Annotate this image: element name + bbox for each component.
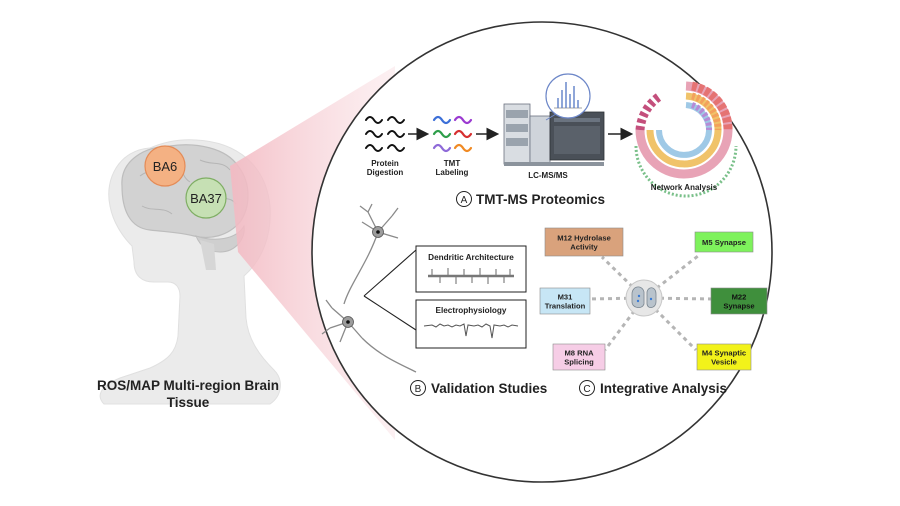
- section-c-badge: [579, 380, 595, 396]
- region-ba6-label: BA6: [153, 159, 178, 174]
- module-box-1: [544, 227, 624, 257]
- spectrum-callout: [545, 73, 591, 119]
- nucleus-top: [376, 230, 380, 234]
- dendrite-spines: [428, 268, 514, 284]
- module-box-2: [694, 231, 754, 253]
- brain-caption-line2: Tissue: [167, 395, 210, 410]
- brain: [121, 144, 249, 239]
- callout-connector: [545, 113, 557, 121]
- step-network-analysis-label: Network Analysis: [651, 183, 718, 192]
- bracket-lines: [363, 249, 417, 331]
- spectrum-peaks: [554, 82, 582, 109]
- section-a-letter: A: [461, 195, 468, 206]
- module-label-4-line2: Synapse: [723, 302, 754, 311]
- module-box-6: [696, 343, 752, 371]
- step-tmt-labeling-line1: TMT: [444, 159, 461, 168]
- peptide-squiggles: [365, 116, 405, 152]
- section-a-badge: [456, 191, 472, 207]
- section-b-letter: B: [415, 384, 422, 395]
- tmt-labeled-peptides: [432, 115, 473, 153]
- module-box-5: [552, 343, 606, 371]
- module-box-3: [539, 287, 591, 315]
- network-circos-plot: [634, 81, 738, 198]
- section-b-badge: [410, 380, 426, 396]
- region-ba37-label: BA37: [190, 191, 222, 206]
- synapse-icon: [631, 286, 657, 308]
- section-c-title: Integrative Analysis: [600, 381, 727, 396]
- panel-dendritic: [415, 245, 527, 293]
- region-ba37-marker: [185, 177, 227, 219]
- module-label-5-line1: M8 RNA: [564, 349, 594, 358]
- step-protein-digestion-line1: Protein: [371, 159, 399, 168]
- step-protein-digestion-line2: Digestion: [367, 168, 404, 177]
- brainstem: [200, 240, 216, 270]
- section-a-title: TMT-MS Proteomics: [476, 192, 605, 207]
- module-label-5-line2: Splicing: [564, 358, 594, 367]
- step-lcms-label: LC-MS/MS: [528, 171, 568, 180]
- module-label-2-line1: M5 Synapse: [702, 238, 746, 247]
- panel-electrophysiology-title: Electrophysiology: [436, 306, 507, 315]
- module-label-4-line1: M22: [732, 293, 747, 302]
- lcms-instrument: [503, 103, 605, 166]
- module-label-1-line1: M12 Hydrolase: [557, 234, 611, 243]
- section-b-title: Validation Studies: [431, 381, 547, 396]
- module-label-6-line1: M4 Synaptic: [702, 349, 746, 358]
- nucleus-bottom: [346, 320, 350, 324]
- module-label-6-line2: Vesicle: [711, 358, 737, 367]
- module-label-3-line1: M31: [558, 293, 574, 302]
- module-label-1-line2: Activity: [570, 243, 598, 252]
- ephys-trace: [423, 323, 519, 339]
- panel-electrophysiology: [415, 299, 527, 349]
- region-ba6-marker: [144, 145, 186, 187]
- neurons: [321, 203, 417, 373]
- brain-caption-line1: ROS/MAP Multi-region Brain: [97, 378, 279, 393]
- module-label-3-line2: Translation: [545, 302, 586, 311]
- module-box-4: [710, 287, 768, 315]
- panel-dendritic-title: Dendritic Architecture: [428, 253, 514, 262]
- step-tmt-labeling-line2: Labeling: [436, 168, 469, 177]
- section-c-letter: C: [583, 384, 590, 395]
